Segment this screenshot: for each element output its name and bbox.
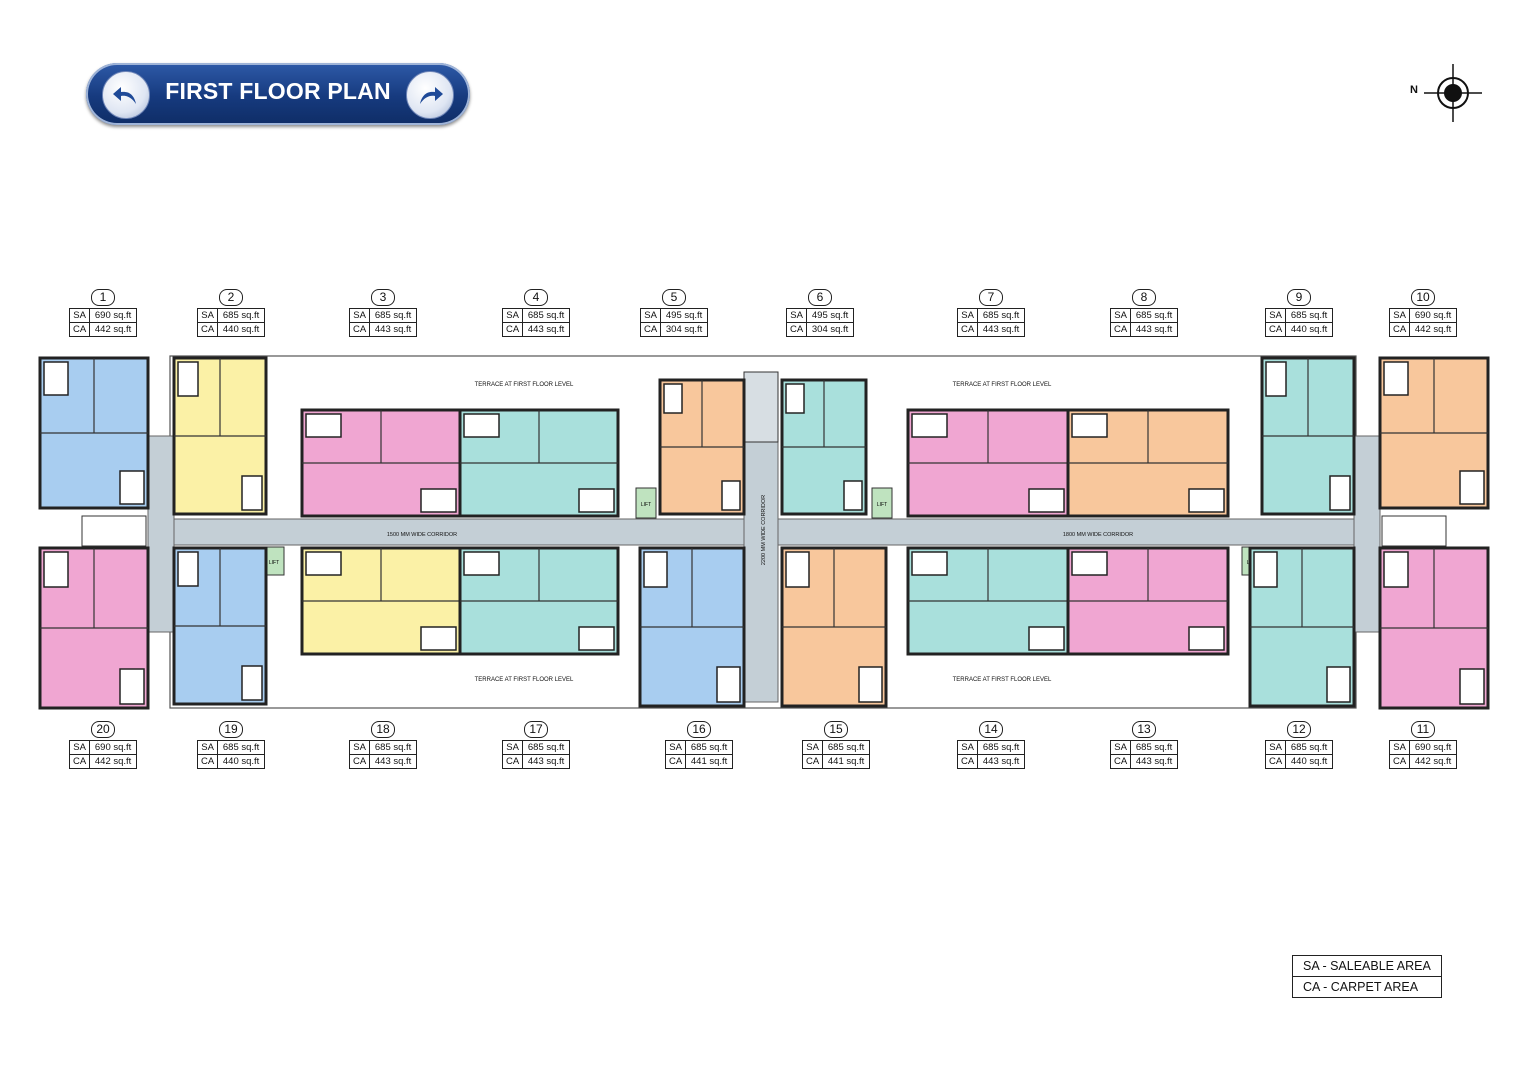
lift-top-left: LIFT (635, 487, 657, 519)
unit-number: 1 (91, 289, 115, 306)
central-staircase (743, 371, 779, 443)
unit-number: 9 (1287, 289, 1311, 306)
lift-top-right: LIFT (871, 487, 893, 519)
unit-plan-2 (172, 356, 268, 516)
area-legend: SA - SALEABLE AREA CA - CARPET AREA (1292, 955, 1442, 998)
unit-plan-3 (300, 408, 462, 518)
header-bar: FIRST FLOOR PLAN (86, 63, 470, 125)
unit-plan-15 (780, 546, 888, 708)
terrace-label-bottom-left: TERRACE AT FIRST FLOOR LEVEL (475, 677, 574, 683)
unit-plan-9 (1260, 356, 1356, 516)
unit-plan-11 (1378, 546, 1490, 710)
unit-number: 3 (371, 289, 395, 306)
unit-plan-18 (300, 546, 462, 656)
unit-plan-5 (658, 378, 746, 516)
previous-plan-button[interactable] (102, 71, 150, 119)
svg-text:LIFT: LIFT (641, 502, 651, 508)
terrace-label-top-left: TERRACE AT FIRST FLOOR LEVEL (475, 382, 574, 388)
unit-number: 17 (524, 721, 548, 738)
unit-number: 4 (524, 289, 548, 306)
unit-number: 6 (808, 289, 832, 306)
legend-saleable-area: SA - SALEABLE AREA (1292, 955, 1442, 977)
unit-plan-7 (906, 408, 1070, 518)
unit-number: 10 (1411, 289, 1435, 306)
west-staircase (81, 515, 147, 547)
unit-plan-1 (38, 356, 150, 510)
unit-number: 8 (1132, 289, 1156, 306)
unit-plan-13 (1066, 546, 1230, 656)
corridor-label-1500: 1500 MM WIDE CORRIDOR (387, 532, 457, 538)
svg-text:LIFT: LIFT (269, 560, 279, 566)
curved-arrow-left-icon (113, 87, 136, 104)
next-plan-button[interactable] (406, 71, 454, 119)
unit-number: 7 (979, 289, 1003, 306)
east-staircase (1381, 515, 1447, 547)
legend-carpet-area: CA - CARPET AREA (1292, 976, 1442, 998)
north-compass-icon (1424, 64, 1482, 122)
unit-plan-8 (1066, 408, 1230, 518)
unit-plan-16 (638, 546, 746, 708)
page-title: FIRST FLOOR PLAN (165, 78, 391, 104)
unit-plan-20 (38, 546, 150, 710)
corridor-label-2200: 2200 MM WIDE CORRIDOR (761, 495, 767, 565)
unit-number: 5 (662, 289, 686, 306)
terrace-label-bottom-right: TERRACE AT FIRST FLOOR LEVEL (953, 677, 1052, 683)
unit-plan-14 (906, 546, 1070, 656)
terrace-label-top-right: TERRACE AT FIRST FLOOR LEVEL (953, 382, 1052, 388)
unit-number: 18 (371, 721, 395, 738)
unit-number: 16 (687, 721, 711, 738)
unit-number: 15 (824, 721, 848, 738)
unit-plan-4 (458, 408, 620, 518)
corridor-label-1800: 1800 MM WIDE CORRIDOR (1063, 532, 1133, 538)
unit-number: 19 (219, 721, 243, 738)
unit-number: 20 (91, 721, 115, 738)
unit-plan-19 (172, 546, 268, 706)
unit-number: 14 (979, 721, 1003, 738)
unit-blocks (38, 356, 1490, 710)
unit-number: 12 (1287, 721, 1311, 738)
unit-number: 11 (1411, 721, 1435, 738)
unit-plan-10 (1378, 356, 1490, 510)
svg-text:LIFT: LIFT (877, 502, 887, 508)
curved-arrow-right-icon (420, 87, 443, 104)
unit-number: 13 (1132, 721, 1156, 738)
unit-plan-12 (1248, 546, 1356, 708)
east-corridor (1353, 435, 1381, 633)
north-label: N (1410, 84, 1418, 96)
unit-number: 2 (219, 289, 243, 306)
unit-plan-6 (780, 378, 868, 516)
west-corridor (147, 435, 175, 633)
unit-plan-17 (458, 546, 620, 656)
